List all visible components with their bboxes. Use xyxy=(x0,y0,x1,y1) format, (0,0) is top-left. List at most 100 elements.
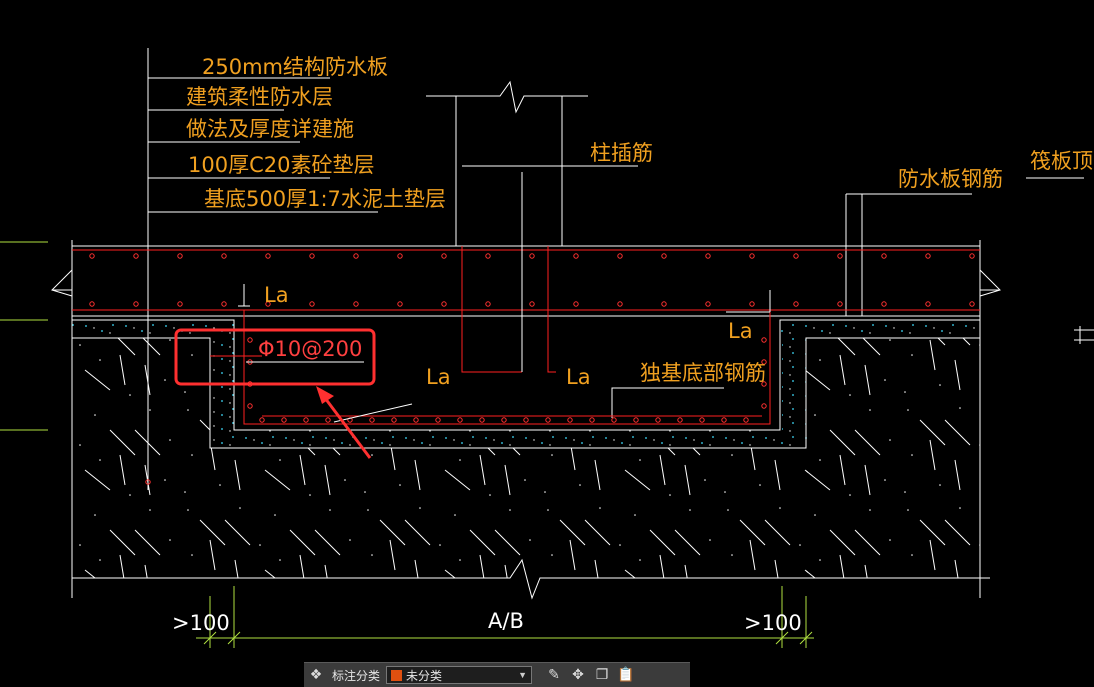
rebar-dot xyxy=(265,301,271,307)
rebar-dot xyxy=(567,417,573,423)
rebar-dot xyxy=(545,417,551,423)
rebar-dot xyxy=(309,301,315,307)
callout-footing-bottom-rebar: 独基底部钢筋 xyxy=(640,361,766,385)
rebar-dot xyxy=(611,417,617,423)
layer-note-2: 建筑柔性防水层 xyxy=(186,85,333,109)
rebar-dot xyxy=(969,253,975,259)
rebar-dot xyxy=(529,301,535,307)
callout-slab-rebar: 防水板钢筋 xyxy=(898,167,1003,191)
rebar-dot xyxy=(281,417,287,423)
rebar-dot xyxy=(705,253,711,259)
highlight-box xyxy=(174,328,376,386)
callout-column-rebar: 柱插筋 xyxy=(590,141,653,165)
rebar-dot xyxy=(573,253,579,259)
rebar-dot xyxy=(177,253,183,259)
rebar-spec: Φ10@200 xyxy=(258,337,362,361)
rebar-dot xyxy=(133,253,139,259)
rebar-dot xyxy=(391,417,397,423)
rebar-dot xyxy=(89,301,95,307)
rebar-dot xyxy=(677,417,683,423)
category-swatch xyxy=(391,669,403,681)
rebar-dot xyxy=(617,301,623,307)
chevron-down-icon: ▼ xyxy=(518,670,528,680)
rebar-dot xyxy=(397,253,403,259)
rebar-dot xyxy=(633,417,639,423)
highlight-arrow xyxy=(316,386,372,459)
rebar-dot xyxy=(837,301,843,307)
column-rebar-lines xyxy=(462,165,562,372)
rebar-dot xyxy=(133,301,139,307)
rebar-dot xyxy=(145,479,151,485)
edit-icon[interactable]: ✎ xyxy=(548,667,560,683)
rebar-dot xyxy=(655,417,661,423)
rebar-dot xyxy=(177,301,183,307)
rebar-dot xyxy=(529,253,535,259)
rebar-dots xyxy=(89,253,975,485)
la-leaders xyxy=(238,284,771,423)
rebar-dot xyxy=(837,253,843,259)
anchorage-label-1: La xyxy=(264,283,289,307)
rebar-dot xyxy=(925,253,931,259)
rebar-dot xyxy=(793,301,799,307)
rebar-dot xyxy=(479,417,485,423)
rebar-dot xyxy=(699,417,705,423)
rebar-dot xyxy=(259,417,265,423)
rebar-dot xyxy=(793,253,799,259)
rebar-dot xyxy=(397,301,403,307)
rebar-dot xyxy=(89,253,95,259)
rebar-dot xyxy=(353,253,359,259)
rebar-dot xyxy=(309,253,315,259)
rebar-dot xyxy=(369,417,375,423)
rebar-dot xyxy=(749,301,755,307)
layer-note-5: 基底500厚1:7水泥土垫层 xyxy=(204,187,446,211)
layer-note-4: 100厚C20素砼垫层 xyxy=(188,153,374,177)
move-icon[interactable]: ✥ xyxy=(572,667,584,683)
rebar-dot xyxy=(501,417,507,423)
dimension-left: >100 xyxy=(172,611,230,635)
rebar-dot xyxy=(485,253,491,259)
rebar-dot xyxy=(749,253,755,259)
rebar-dot xyxy=(413,417,419,423)
rebar-dot xyxy=(761,337,767,343)
rebar-dot xyxy=(353,301,359,307)
layers-icon[interactable]: ❖ xyxy=(309,667,323,683)
rebar-dot xyxy=(969,301,975,307)
rebar-dot xyxy=(523,417,529,423)
rebar-dot xyxy=(441,253,447,259)
category-label: 标注分类 xyxy=(332,668,381,683)
category-value: 未分类 xyxy=(406,668,443,683)
rebar-dot xyxy=(303,417,309,423)
rebar-dot xyxy=(435,417,441,423)
callout-raft-top: 筏板顶面 xyxy=(1030,149,1094,173)
copy-icon[interactable]: ❐ xyxy=(595,667,609,683)
rebar-dot xyxy=(881,253,887,259)
rebar-dot xyxy=(743,417,749,423)
rebar-dot xyxy=(721,417,727,423)
rebar-dot xyxy=(705,301,711,307)
rebar-dot xyxy=(221,301,227,307)
category-select[interactable]: 未分类 ▼ xyxy=(386,666,533,684)
rebar-dot xyxy=(661,253,667,259)
dimension-lines xyxy=(0,241,814,648)
dimension-right: >100 xyxy=(744,611,802,635)
rebar-dot xyxy=(617,253,623,259)
rebar-dot xyxy=(457,417,463,423)
dimension-center: A/B xyxy=(488,609,524,633)
structure-outline xyxy=(51,48,1094,600)
rebar-dot xyxy=(265,253,271,259)
anchorage-label-2: La xyxy=(728,319,753,343)
rebar-dot xyxy=(761,381,767,387)
rebar-dot xyxy=(247,403,253,409)
soil-hatch xyxy=(72,338,980,578)
rebar-dot xyxy=(573,301,579,307)
rebar-dot xyxy=(325,417,331,423)
rebar-dot xyxy=(925,301,931,307)
rebar-dot xyxy=(221,253,227,259)
paste-icon[interactable]: 📋 xyxy=(617,667,635,683)
rebar-dot xyxy=(881,301,887,307)
rebar-dot xyxy=(485,301,491,307)
rebar-dot xyxy=(761,403,767,409)
layer-note-3: 做法及厚度详建施 xyxy=(186,117,354,141)
anchorage-label-4: La xyxy=(566,365,591,389)
